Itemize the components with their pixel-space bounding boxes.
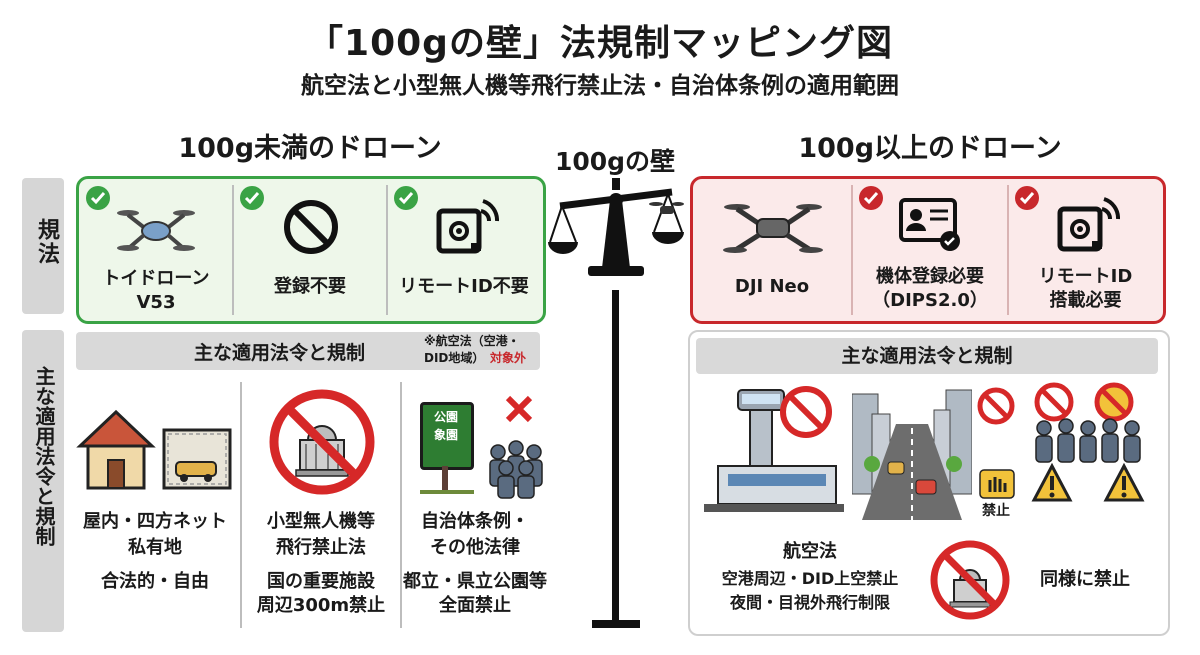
left-law-note-red: 対象外 [490, 351, 527, 365]
item-label: 全面禁止 [439, 595, 511, 616]
right-item-remote-id: リモートID 搭載必要 [1008, 179, 1163, 321]
item-label: 搭載必要 [1049, 290, 1122, 311]
city-street-icon [852, 389, 972, 520]
left-item-no-remote-id: リモートID不要 [387, 179, 541, 321]
left-law-private-land: 屋内・四方ネット 私有地 合法的・自由 [70, 380, 240, 630]
crowd-warning-icon [1031, 382, 1145, 502]
left-item-toy-drone: トイドローン V53 [79, 179, 233, 321]
item-label: 都立・県立公園等 [403, 571, 547, 592]
small-prohibited-icon [977, 387, 1015, 425]
drone-icon [117, 210, 195, 251]
right-item-registration: 機体登録必要 （DIPS2.0） [852, 179, 1008, 321]
right-heading: 100g以上のドローン [798, 133, 1062, 164]
right-law-bar: 主な適用法令と規制 [696, 338, 1158, 374]
left-law-bar-label: 主な適用法令と規制 [194, 342, 366, 364]
left-law-small-drone-act: 小型無人機等 飛行禁止法 国の重要施設 周辺300m禁止 [242, 380, 400, 630]
item-label: 屋内・四方ネット [83, 511, 227, 532]
left-law-local-ordinance: 公園 象園 自治体条例・ その他法律 都立・県立公園等 全面禁止 [402, 380, 548, 630]
airport-law-line3: 夜間・目視外飛行制限 [729, 593, 890, 612]
sidebar-bottom-label: 主な適用法令と規制 [32, 366, 56, 546]
center-label: 100gの壁 [554, 147, 676, 176]
item-label: リモートID [1038, 266, 1133, 287]
item-label: （DIPS2.0） [872, 290, 988, 311]
id-card-icon [899, 198, 960, 251]
item-label: リモートID不要 [399, 276, 529, 297]
drone-icon [723, 204, 823, 253]
sidebar-top: 規法 [22, 178, 64, 314]
item-label: 飛行禁止法 [276, 537, 366, 558]
item-label: 登録不要 [274, 276, 346, 297]
park-crowd-icon [420, 395, 543, 499]
check-icon [394, 186, 418, 210]
airport-law-line2: 空港周辺・DID上空禁止 [721, 569, 899, 588]
prohibited-icon [284, 200, 338, 254]
park-sign [420, 402, 474, 470]
item-label: 国の重要施設 [267, 571, 375, 592]
left-item-no-registration: 登録不要 [233, 179, 387, 321]
check-icon [86, 186, 110, 210]
park-sign-line1: 公園 [433, 410, 458, 424]
right-item-dji-neo: DJI Neo [693, 179, 851, 321]
left-law-note-2: DID地域） [424, 351, 485, 365]
item-label: 私有地 [128, 537, 182, 558]
airport-icon [704, 389, 844, 512]
house-icon [76, 409, 232, 490]
page-subtitle: 航空法と小型無人機等飛行禁止法・自治体条例の適用範囲 [301, 73, 899, 99]
same-ban-label: 同様に禁止 [1040, 569, 1130, 590]
no-government-building-icon [269, 389, 375, 495]
item-label: 小型無人機等 [267, 511, 375, 532]
remote-id-icon [436, 199, 499, 254]
sidebar-top-label: 規法 [34, 218, 59, 266]
item-label: その他法律 [430, 537, 520, 558]
no-government-building-icon [930, 540, 1010, 620]
left-top-panel: トイドローン V53 登録不要 リモートID不要 [76, 176, 546, 324]
item-label: 合法的・自由 [101, 571, 209, 592]
remote-id-icon [1057, 197, 1120, 252]
right-bottom-panel: 主な適用法令と規制 [688, 330, 1170, 636]
left-law-note-1: ※航空法（空港・ [424, 334, 520, 348]
page-title: 「100gの壁」法規制マッピング図 [307, 23, 893, 64]
park-sign-line2: 象園 [433, 428, 458, 442]
item-label: DJI Neo [734, 276, 810, 297]
sidebar-bottom: 主な適用法令と規制 [22, 330, 64, 632]
check-icon [240, 186, 264, 210]
stop-hand-icon [979, 469, 1015, 499]
item-label: 周辺300m禁止 [256, 595, 386, 616]
right-top-panel: DJI Neo 機体登録必要 （DIPS2.0） リモートID 搭載必要 [690, 176, 1166, 324]
item-label: 機体登録必要 [876, 266, 984, 287]
prohibited-red-icon [780, 386, 832, 438]
scale-icon [548, 178, 684, 628]
red-check-icon [859, 186, 883, 210]
left-heading: 100g未満のドローン [178, 133, 442, 164]
red-check-icon [1015, 186, 1039, 210]
item-label: V53 [136, 292, 176, 313]
airport-law-title: 航空法 [783, 541, 837, 562]
left-law-bar: 主な適用法令と規制 ※航空法（空港・ DID地域） 対象外 [76, 332, 544, 372]
item-label: トイドローン [102, 268, 210, 289]
ban-tag: 禁止 [982, 503, 1010, 519]
item-label: 自治体条例・ [421, 511, 529, 532]
